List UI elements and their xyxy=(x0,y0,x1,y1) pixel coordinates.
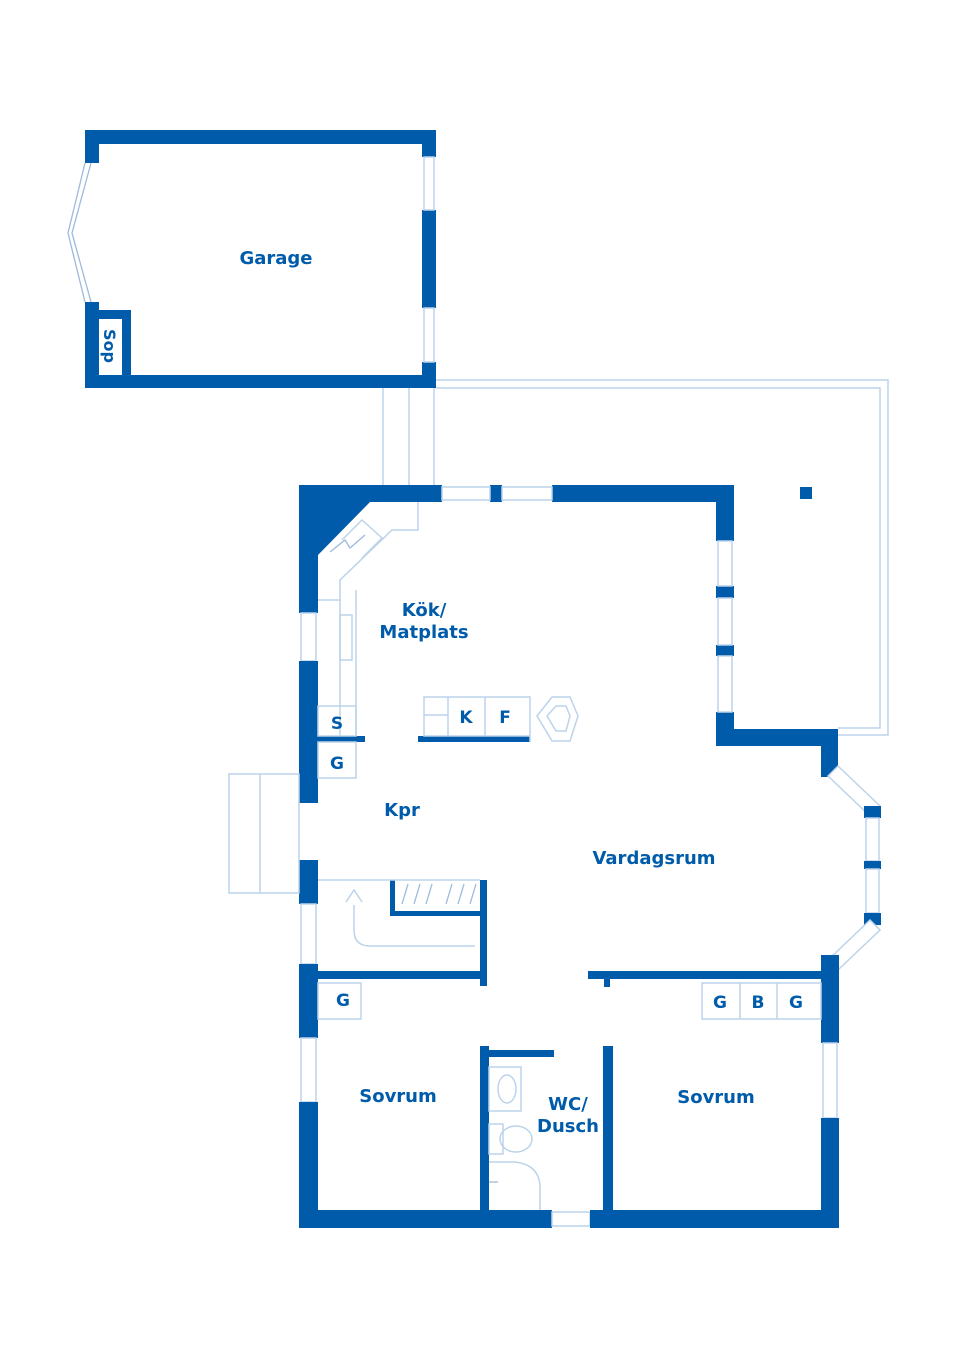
interior-walls xyxy=(318,736,821,1210)
fixture-hall-g-label: G xyxy=(330,754,344,774)
terrace xyxy=(436,379,889,736)
terrace-post xyxy=(800,487,812,499)
fixture-bed-right-g1-label: G xyxy=(713,993,727,1013)
sop-label: Sop xyxy=(100,329,119,363)
fixture-k-label: K xyxy=(459,708,473,728)
hall-fixtures xyxy=(317,741,480,947)
kok-label-line1: Kök/ xyxy=(402,600,447,621)
fixture-s-label: S xyxy=(331,714,343,734)
garage-door xyxy=(71,162,92,303)
fixture-f-label: F xyxy=(499,708,511,728)
fixture-bed-right-g2-label: G xyxy=(789,993,803,1013)
sovrum-left-label: Sovrum xyxy=(359,1086,437,1107)
vardagsrum-label: Vardagsrum xyxy=(592,848,715,869)
garage-label: Garage xyxy=(239,248,312,269)
garage-window-1 xyxy=(423,156,435,211)
room-labels: Garage Sop Kök/ Matplats Kpr Vardagsrum … xyxy=(100,248,755,1137)
wc-label-line1: WC/ xyxy=(548,1094,588,1115)
walkway xyxy=(382,388,435,486)
kitchen-fixtures xyxy=(317,502,579,742)
garage-structure xyxy=(67,130,436,388)
fixture-bed-left-g-label: G xyxy=(336,991,350,1011)
entrance-steps xyxy=(228,773,300,894)
fixture-bed-right-b-label: B xyxy=(752,993,765,1013)
garage-window-2 xyxy=(423,307,435,363)
house-walls xyxy=(299,485,882,1228)
sovrum-right-label: Sovrum xyxy=(677,1087,755,1108)
bathroom-fixtures xyxy=(488,1066,541,1210)
kok-label-line2: Matplats xyxy=(379,622,468,643)
kpr-label: Kpr xyxy=(384,800,420,821)
wc-label-line2: Dusch xyxy=(537,1116,599,1137)
wardrobes xyxy=(317,982,822,1020)
fixture-labels: K F S G G G B G xyxy=(330,708,803,1013)
